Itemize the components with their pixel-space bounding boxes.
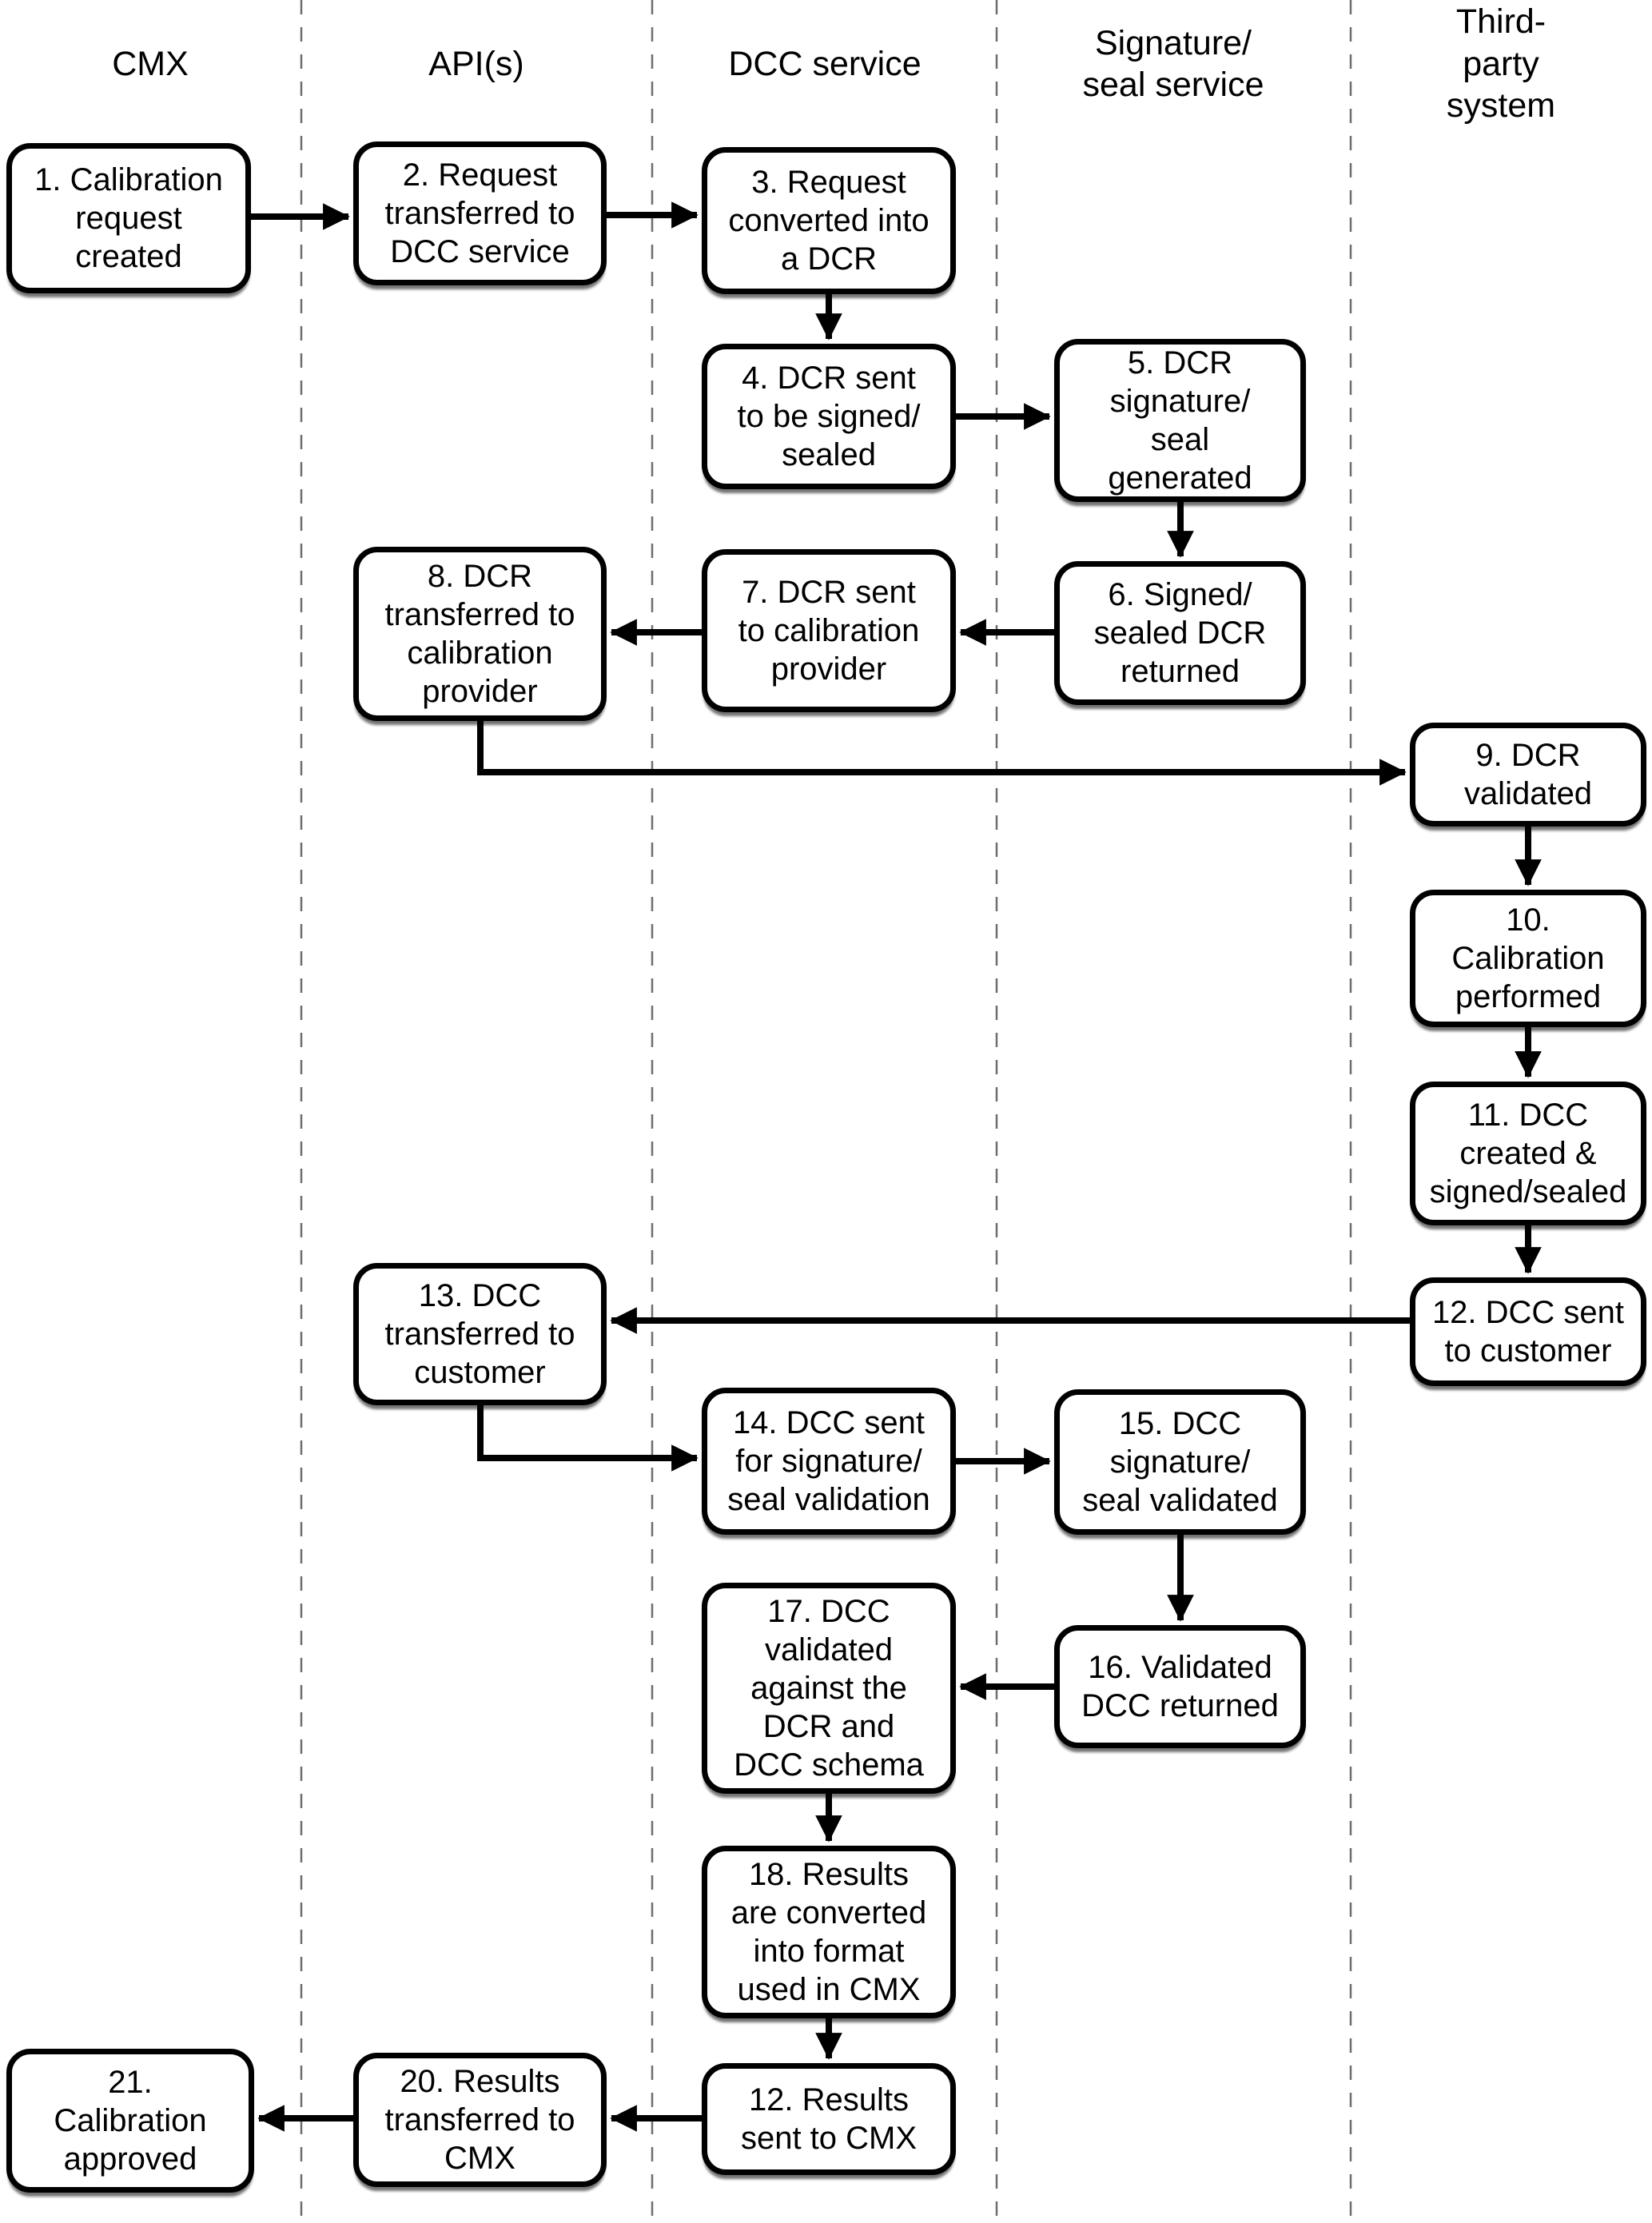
step-5-dcr-signature-seal-generated: 5. DCR signature/ seal generated xyxy=(1054,339,1306,502)
step-10-calibration-performed: 10. Calibration performed xyxy=(1410,890,1646,1027)
step-2-request-transferred: 2. Request transferred to DCC service xyxy=(353,141,607,285)
step-18-results-converted-format: 18. Results are converted into format us… xyxy=(702,1846,956,2018)
step-13-dcc-transferred-to-customer: 13. DCC transferred to customer xyxy=(353,1263,607,1405)
lane-header-apis: API(s) xyxy=(428,44,524,83)
lane-header-third-party-system: Third-party system xyxy=(1446,2,1556,125)
connector-arrow-8-9 xyxy=(477,721,1407,786)
step-9-dcr-validated: 9. DCR validated xyxy=(1410,723,1646,827)
step-12b-results-sent-to-cmx: 12. Results sent to CMX xyxy=(702,2063,956,2175)
step-1-calibration-request-created: 1. Calibration request created xyxy=(6,143,251,293)
lane-dividers xyxy=(300,0,1352,2223)
step-11-dcc-created-signed-sealed: 11. DCC created & signed/sealed xyxy=(1410,1082,1646,1225)
step-8-dcr-transferred-to-provider: 8. DCR transferred to calibration provid… xyxy=(353,547,607,721)
connector-arrow-13-14 xyxy=(477,1405,699,1472)
step-4-dcr-sent-to-be-signed: 4. DCR sent to be signed/ sealed xyxy=(702,344,956,489)
step-3-request-converted-to-dcr: 3. Request converted into a DCR xyxy=(702,147,956,294)
step-12-dcc-sent-to-customer: 12. DCC sent to customer xyxy=(1410,1277,1646,1386)
step-15-dcc-signature-seal-validated: 15. DCC signature/ seal validated xyxy=(1054,1389,1306,1535)
flow-connectors xyxy=(251,201,1542,2132)
step-17-dcc-validated-against-schema: 17. DCC validated against the DCR and DC… xyxy=(702,1583,956,1794)
step-7-dcr-sent-to-provider: 7. DCR sent to calibration provider xyxy=(702,549,956,712)
step-16-validated-dcc-returned: 16. Validated DCC returned xyxy=(1054,1625,1306,1748)
step-20-results-transferred-to-cmx: 20. Results transferred to CMX xyxy=(353,2053,607,2187)
step-6-signed-sealed-dcr-returned: 6. Signed/ sealed DCR returned xyxy=(1054,561,1306,705)
lane-header-signature-seal-service: Signature/ seal service xyxy=(1082,23,1264,104)
step-21-calibration-approved: 21. Calibration approved xyxy=(6,2049,254,2193)
lane-header-dcc-service: DCC service xyxy=(728,44,922,83)
lane-header-cmx: CMX xyxy=(112,44,189,83)
step-14-dcc-sent-for-validation: 14. DCC sent for signature/ seal validat… xyxy=(702,1388,956,1535)
